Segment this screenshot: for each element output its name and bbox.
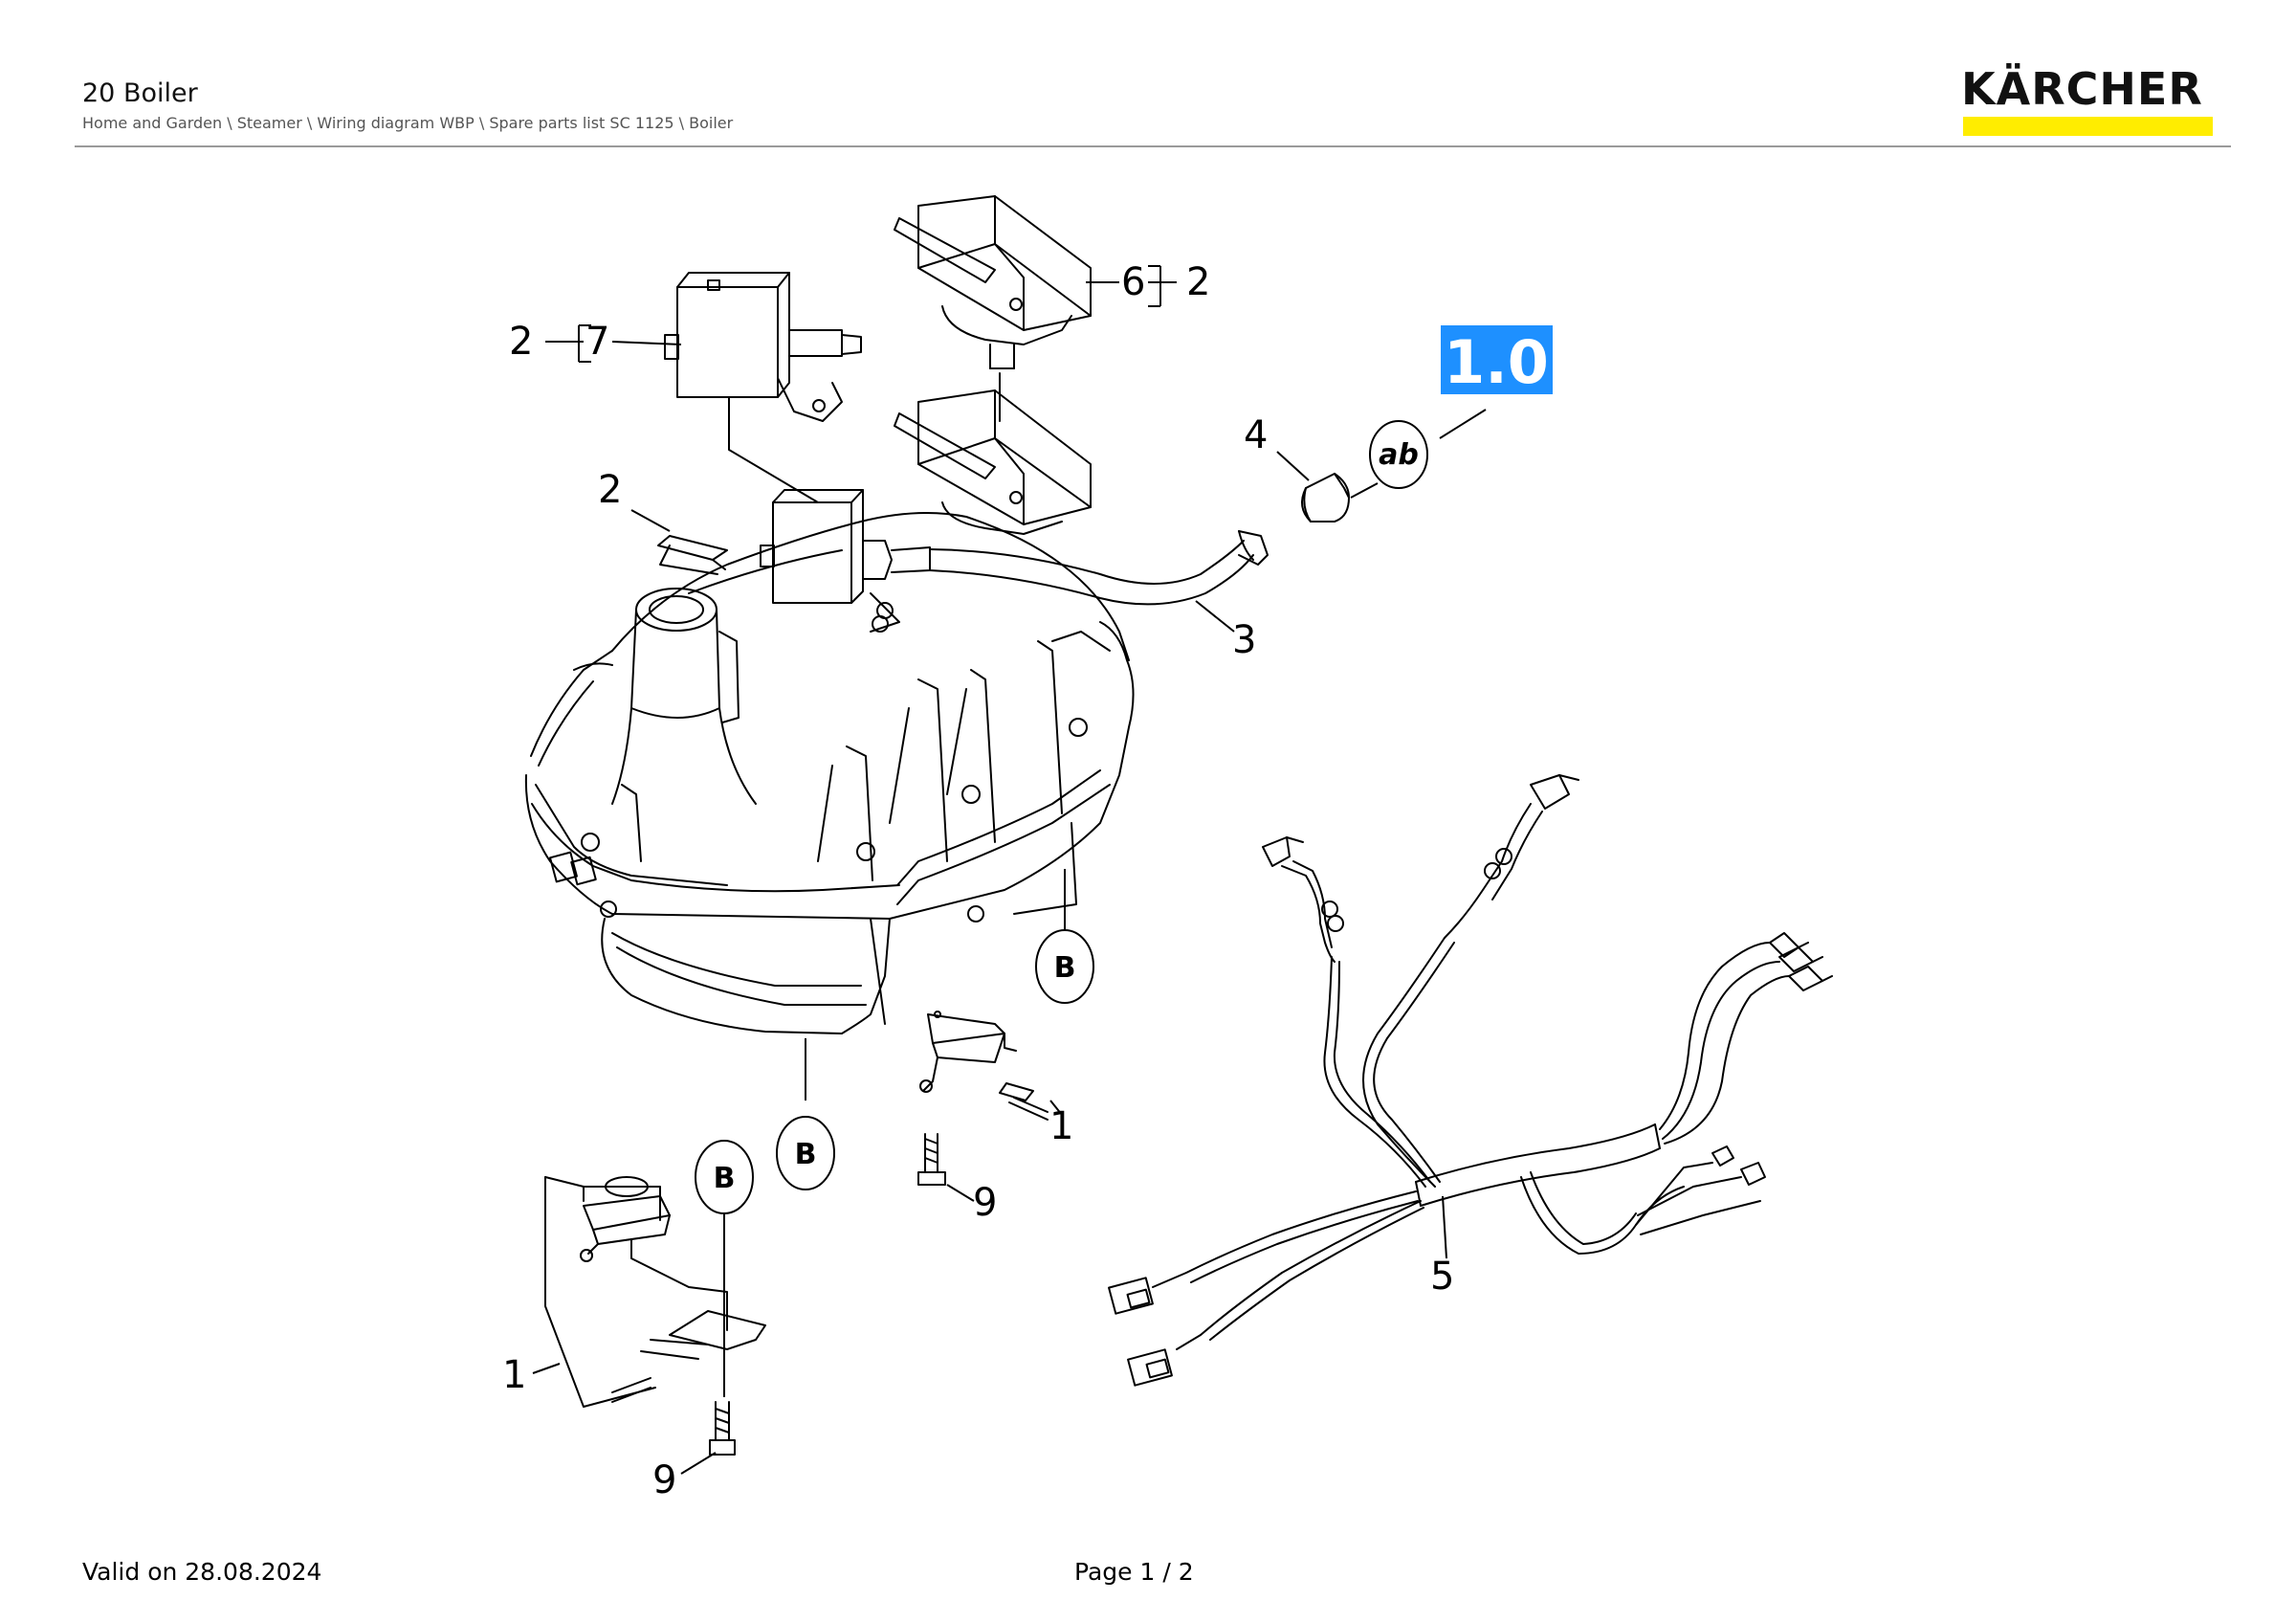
b-oval-2: B: [776, 1116, 835, 1190]
clip-drawing: [657, 535, 728, 575]
pump-exploded-drawing: [664, 272, 862, 503]
svg-text:B: B: [714, 1162, 736, 1195]
hose-drawing: [929, 530, 1269, 606]
cable-harness-drawing: [1108, 774, 1833, 1387]
valid-date: Valid on 28.08.2024: [82, 1558, 322, 1586]
callout-5: 5: [1430, 1255, 1454, 1299]
boiler-tank-drawing: [524, 512, 1135, 1034]
callout-1-left: 1: [502, 1353, 526, 1397]
callout-numbers: 2 7 6 2 2 3 4 5 1 9 1 9: [502, 260, 1454, 1502]
page-number: Page 1 / 2: [1074, 1558, 1194, 1586]
header-divider: [75, 145, 2231, 147]
sensor-left-drawing: [544, 1176, 766, 1408]
svg-text:B: B: [1054, 951, 1076, 985]
callout-6: 6: [1121, 260, 1145, 304]
screw-left-drawing: [709, 1401, 736, 1456]
svg-text:B: B: [795, 1138, 817, 1171]
breadcrumb: Home and Garden \ Steamer \ Wiring diagr…: [82, 114, 734, 132]
page-title: 20 Boiler: [82, 78, 198, 108]
svg-text:ab: ab: [1379, 438, 1419, 472]
svg-text:1.0: 1.0: [1444, 327, 1549, 397]
leader-lines: [532, 265, 1487, 1475]
callout-2-left: 2: [509, 320, 533, 364]
logo-wordmark: KÄRCHER: [1961, 63, 2203, 115]
callout-2-right: 2: [1186, 260, 1210, 304]
group-badge: 1.0: [1441, 325, 1553, 397]
b-oval-3: B: [695, 1140, 754, 1214]
fitting-drawing: [1301, 473, 1350, 522]
logo-yellow-bar: [1963, 117, 2213, 136]
callout-4: 4: [1244, 413, 1268, 457]
sensor-right-drawing: [919, 1011, 1049, 1121]
b-oval-1: B: [1035, 929, 1094, 1004]
callout-3: 3: [1232, 618, 1256, 662]
b-reference-ovals: B B B: [695, 929, 1094, 1214]
ab-oval: ab: [1369, 420, 1428, 489]
callout-1-right: 1: [1049, 1104, 1073, 1148]
callout-2-clip: 2: [598, 468, 622, 512]
karcher-logo: KÄRCHER: [1961, 63, 2215, 137]
callout-9-right: 9: [973, 1181, 997, 1225]
switch-unit-drawing: [894, 195, 1092, 535]
callout-9-left: 9: [652, 1458, 676, 1502]
screw-right-drawing: [917, 1133, 946, 1186]
pump-drawing: [760, 489, 931, 633]
callout-7: 7: [585, 320, 609, 364]
